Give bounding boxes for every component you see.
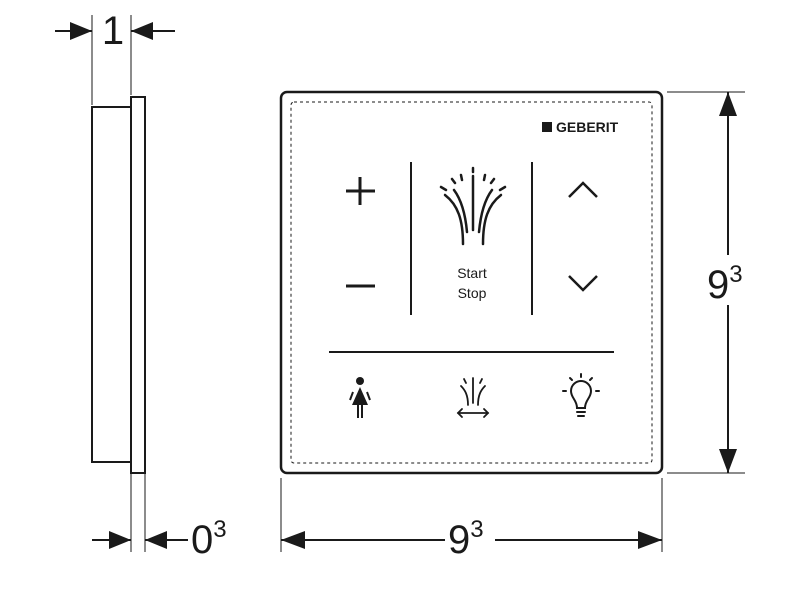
arrow-right-icon: [70, 22, 92, 40]
panel-inner-border: [290, 101, 653, 464]
side-offset-label: 03: [191, 516, 227, 562]
lady-shower-button[interactable]: [349, 377, 371, 418]
spray-width-icon: [456, 377, 490, 418]
front-width-label: 93: [448, 516, 484, 562]
front-height-label: 93: [707, 261, 743, 307]
side-view-face-plate: [130, 96, 146, 474]
front-width-sup: 3: [470, 516, 483, 543]
plus-button[interactable]: [346, 177, 375, 205]
light-button[interactable]: [562, 373, 600, 417]
side-offset-dimension: [92, 474, 188, 552]
stop-label: Stop: [458, 285, 487, 301]
side-view-body: [91, 106, 132, 463]
brand-name: GEBERIT: [556, 119, 619, 135]
side-offset-sup: 3: [213, 516, 226, 543]
start-label: Start: [457, 265, 487, 281]
front-height-sup: 3: [729, 261, 742, 288]
side-view: [91, 96, 146, 474]
brand-square-icon: [542, 122, 552, 132]
front-view: [279, 90, 664, 475]
chevron-down-icon: [568, 275, 598, 292]
arrow-left-icon: [131, 22, 153, 40]
down-button[interactable]: [568, 275, 598, 292]
side-offset-value: 0: [191, 518, 213, 562]
up-button[interactable]: [568, 181, 598, 198]
light-bulb-icon: [562, 373, 600, 417]
front-width-value: 9: [448, 518, 470, 562]
front-width-dimension: [280, 478, 663, 552]
front-height-value: 9: [707, 263, 729, 307]
arrow-down-icon: [719, 449, 737, 473]
woman-icon: [349, 377, 371, 418]
arrow-up-icon: [719, 92, 737, 116]
water-jet-icon: [439, 166, 507, 246]
arrow-left-icon: [281, 531, 305, 549]
chevron-up-icon: [568, 181, 598, 198]
arrow-right-icon: [638, 531, 662, 549]
arrow-left-icon: [145, 531, 167, 549]
brand-logo: GEBERIT: [542, 119, 619, 135]
plus-icon: [346, 177, 375, 205]
spray-width-button[interactable]: [456, 377, 490, 418]
front-height-dimension: [667, 91, 745, 474]
side-thickness-dimension: [55, 15, 175, 105]
panel-outline: [279, 90, 664, 475]
start-stop-button[interactable]: [439, 166, 507, 246]
arrow-right-icon: [109, 531, 131, 549]
side-thickness-value: 1: [102, 9, 124, 53]
